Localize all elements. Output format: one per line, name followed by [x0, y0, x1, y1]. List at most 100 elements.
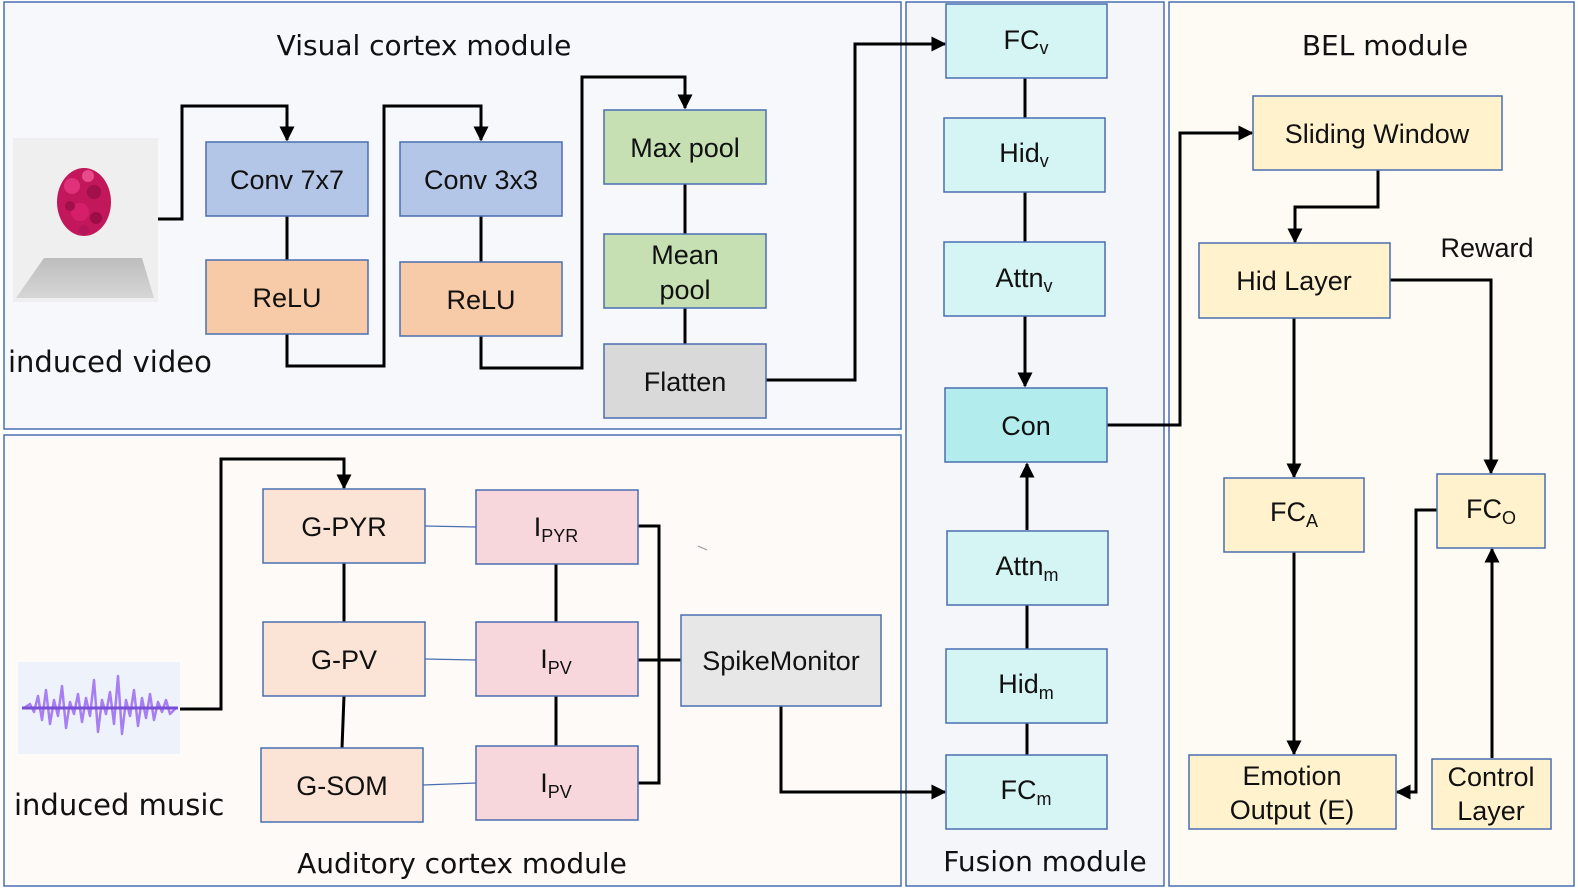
- meanpool-label-line1: Mean: [651, 240, 719, 270]
- attnm-label: Attnm: [995, 551, 1058, 585]
- hidv-sub: v: [1040, 151, 1049, 171]
- control-label-line2: Layer: [1457, 796, 1525, 826]
- hidm-label: Hidm: [998, 669, 1054, 703]
- ipv1-base: I: [540, 644, 548, 674]
- video-blob-icon: [57, 168, 111, 236]
- fco-base: FC: [1466, 494, 1502, 524]
- visual-module-title: Visual cortex module: [277, 29, 572, 62]
- conv3-label: Conv 3x3: [424, 165, 538, 195]
- ipv2-label: IPV: [540, 768, 572, 802]
- relu1-label: ReLU: [252, 283, 321, 313]
- gpyr-label: G-PYR: [301, 512, 387, 542]
- node-flatten: Flatten: [603, 343, 767, 419]
- hidm-sub: m: [1039, 683, 1054, 703]
- node-attnm: Attnm: [946, 530, 1109, 606]
- ipv2-base: I: [540, 768, 548, 798]
- node-maxpool: Max pool: [603, 109, 767, 185]
- fcv-label: FCv: [1004, 25, 1049, 58]
- node-con: Con: [944, 387, 1108, 463]
- link-gpv-gsom: [340, 695, 346, 749]
- attnm-base: Attn: [995, 551, 1043, 581]
- hidv-label: Hidv: [999, 138, 1049, 171]
- node-relu2: ReLU: [399, 261, 563, 337]
- arrow-sliding-to-hid: [1287, 170, 1380, 244]
- ipv1-label: IPV: [540, 644, 572, 678]
- node-fca: FCA: [1223, 477, 1365, 553]
- node-fco: FCO: [1436, 473, 1546, 549]
- conv7-label: Conv 7x7: [230, 165, 344, 195]
- gpv-label: G-PV: [311, 645, 377, 675]
- spikemonitor-label: SpikeMonitor: [702, 646, 860, 676]
- node-fcm: FCm: [945, 754, 1108, 830]
- connectors: [158, 36, 1500, 800]
- hidm-base: Hid: [998, 669, 1039, 699]
- reward-label: Reward: [1440, 233, 1533, 263]
- node-gpyr: G-PYR: [262, 488, 426, 564]
- attnv-base: Attn: [995, 263, 1043, 293]
- link-gpyr-ipyr: [424, 525, 477, 528]
- fcv-base: FC: [1004, 25, 1040, 55]
- node-ipv1: IPV: [475, 621, 639, 697]
- meanpool-label-line2: pool: [659, 275, 710, 305]
- node-relu1: ReLU: [205, 259, 369, 335]
- ipyr-base: I: [534, 512, 542, 542]
- node-meanpool: Mean pool: [603, 233, 767, 309]
- emotion-label-line2: Output (E): [1230, 795, 1355, 825]
- node-hid-layer: Hid Layer: [1198, 242, 1391, 319]
- relu2-label: ReLU: [446, 285, 515, 315]
- video-caption: induced video: [8, 345, 212, 379]
- auditory-module-title: Auditory cortex module: [297, 847, 627, 880]
- emotion-label-line1: Emotion: [1242, 761, 1341, 791]
- flatten-label: Flatten: [644, 367, 727, 397]
- node-spikemonitor: SpikeMonitor: [680, 614, 882, 707]
- video-thumbnail: [13, 138, 158, 302]
- node-gpv: G-PV: [262, 621, 426, 697]
- fcm-base: FC: [1001, 775, 1037, 805]
- fcv-sub: v: [1040, 38, 1049, 58]
- node-control-layer: Control Layer: [1431, 758, 1552, 830]
- arrow-fco-to-emotion: [1395, 508, 1437, 800]
- stray-mark: [697, 545, 708, 551]
- node-attnv: Attnv: [943, 241, 1106, 317]
- ipv2-sub: PV: [548, 782, 572, 802]
- waveform-icon: [23, 674, 177, 736]
- node-sliding-window: Sliding Window: [1252, 95, 1503, 171]
- arrow-hid-to-fco: [1390, 278, 1499, 475]
- node-hidv: Hidv: [943, 117, 1106, 193]
- bel-module-title: BEL module: [1302, 29, 1468, 62]
- node-ipyr: IPYR: [475, 489, 639, 565]
- arrow-relu2-to-maxpool: [479, 75, 693, 370]
- ipyr-label: IPYR: [534, 512, 579, 546]
- node-conv3: Conv 3x3: [399, 141, 563, 217]
- arrow-relu1-to-conv3: [285, 104, 489, 368]
- node-fcv: FCv: [945, 3, 1108, 79]
- ipv1-sub: PV: [548, 658, 572, 678]
- gsom-label: G-SOM: [296, 771, 388, 801]
- sliding-window-label: Sliding Window: [1285, 119, 1470, 149]
- music-caption: induced music: [14, 788, 224, 822]
- node-conv7: Conv 7x7: [205, 141, 369, 217]
- link-gsom-ipv2: [422, 782, 477, 786]
- attnv-sub: v: [1044, 276, 1053, 296]
- attnv-label: Attnv: [995, 263, 1052, 296]
- fusion-module-title: Fusion module: [943, 845, 1146, 878]
- arrow-spikemonitor-to-fcm: [779, 706, 947, 800]
- hidv-base: Hid: [999, 138, 1040, 168]
- arrow-flatten-to-fcv: [766, 36, 947, 382]
- fca-label: FCA: [1270, 497, 1318, 531]
- ipyr-sub: PYR: [541, 526, 578, 546]
- hid-layer-label: Hid Layer: [1236, 266, 1352, 296]
- fco-label: FCO: [1466, 494, 1516, 528]
- fcm-label: FCm: [1001, 775, 1052, 809]
- node-hidm: Hidm: [945, 648, 1108, 724]
- node-emotion-output: Emotion Output (E): [1188, 754, 1397, 830]
- link-ipyr-bus: [637, 524, 661, 785]
- control-label-line1: Control: [1447, 762, 1534, 792]
- fco-sub: O: [1502, 508, 1516, 528]
- link-gpv-ipv1: [424, 658, 477, 661]
- maxpool-label: Max pool: [630, 133, 740, 163]
- fcm-sub: m: [1037, 789, 1052, 809]
- fca-base: FC: [1270, 497, 1306, 527]
